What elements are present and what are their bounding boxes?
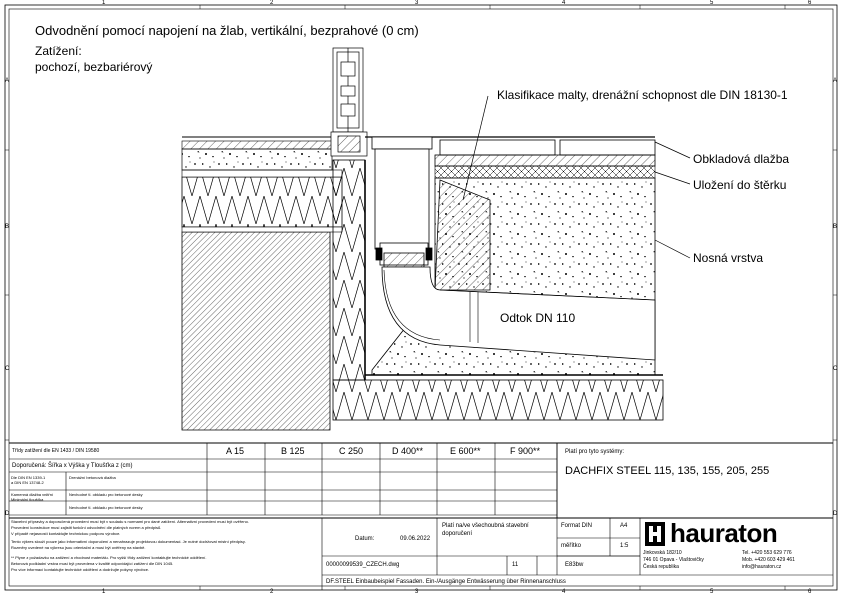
note-4: Tento výkres slouží pouze jako informati… — [11, 539, 246, 544]
frame-row-b: B — [5, 224, 10, 230]
class-b125: B 125 — [281, 446, 305, 456]
row-block2-label: Minimální tloušťka — [11, 497, 44, 502]
row-block1-label: Kamenná dlažba vnitřní — [11, 492, 54, 497]
frame-col-3: 3 — [415, 0, 419, 6]
wall-insulation — [332, 159, 664, 421]
building-section — [181, 136, 343, 431]
drawing-title: Odvodnění pomocí napojení na žlab, verti… — [35, 23, 419, 38]
frame-col-3-bottom: 3 — [415, 589, 419, 595]
frame-col-2-bottom: 2 — [270, 589, 274, 595]
frame-col-4: 4 — [562, 0, 566, 6]
validity-note: Platí na/ve všechoubná stavební doporuče… — [442, 523, 529, 537]
inner-border — [8, 8, 834, 587]
class-header: Třídy zatížení dle EN 1433 / DIN 19580 — [12, 448, 100, 454]
phone: Tel. +420 553 629 776 — [742, 550, 792, 556]
brand-name: hauraton — [670, 518, 778, 548]
address-3: Česká republika — [643, 564, 679, 570]
frame-row-d-right: D — [833, 511, 838, 517]
mobile: Mob. +420 603 429 461 — [742, 557, 795, 563]
scale-label: měřítko — [561, 543, 582, 549]
note-8: Pro více informací kontaktujte technické… — [11, 567, 150, 572]
file-name: 00000099539_CZECH.dwg — [326, 562, 400, 568]
paving-tiles — [365, 136, 656, 167]
edition: E83bw — [565, 562, 584, 568]
frame-row-a-right: A — [833, 78, 838, 84]
frame-col-5-bottom: 5 — [710, 589, 714, 595]
email: info@hauraton.cz — [742, 564, 782, 570]
drain-outlet — [371, 136, 656, 361]
frame-row-a: A — [5, 78, 10, 84]
date-value: 09.06.2022 — [400, 536, 431, 542]
table-grid — [9, 442, 833, 590]
leader-lines — [462, 95, 691, 259]
frame-col-6: 6 — [808, 0, 812, 6]
row-din2-label: a DIN EN 13748-2 — [11, 480, 44, 485]
frame-row-c: C — [5, 366, 10, 372]
load-value: pochozí, bezbariérový — [35, 60, 153, 74]
address-1: Jinkovská 182/10 — [643, 550, 682, 556]
frame-row-b-right: B — [833, 224, 838, 230]
frame-row-c-right: C — [833, 366, 838, 372]
class-c250: C 250 — [339, 446, 364, 456]
class-a15: A 15 — [226, 446, 245, 456]
format-value: A4 — [620, 523, 628, 529]
address-2: 746 01 Opava - Vlaštovičky — [643, 557, 704, 563]
frame-col-1-bottom: 1 — [102, 589, 106, 595]
row-dims-label: Doporučená: Šířka x Výška y Tloušťka z (… — [12, 463, 133, 469]
callout-tiles: Obkladová dlažba — [693, 152, 790, 166]
callout-base: Nosná vrstva — [693, 251, 764, 265]
note-6: ** Plyne z požadavku na zatížení a vhodn… — [11, 555, 207, 560]
frame-col-6-bottom: 6 — [808, 589, 812, 595]
row-sub2-label: Nevhodné tl. obkladu pro betonové desky — [69, 492, 143, 497]
door-frame — [330, 47, 368, 157]
note-5: Rozměry uvedené na výkresu jsou orientač… — [11, 545, 146, 550]
row-din-label: Dle DIN EN 1339-1 — [11, 475, 46, 480]
systems-label: Platí pro tyto systémy: — [565, 449, 625, 455]
sheet-number: 11 — [512, 562, 519, 568]
frame-col-4-bottom: 4 — [562, 589, 566, 595]
note-2: Provedení konstrukce musí zajistit funkč… — [11, 525, 162, 530]
row-sub1-label: Drenážní betonová dlažba — [69, 475, 116, 480]
row-sub3-label: Nevhodné tl. obkladu pro betonové desky — [69, 505, 143, 510]
class-e600: E 600** — [450, 446, 481, 456]
frame-col-1: 1 — [102, 0, 106, 6]
callout-gravel: Uložení do štěrku — [693, 178, 787, 192]
frame-row-d: D — [5, 511, 10, 517]
class-f900: F 900** — [510, 446, 541, 456]
grid-ticks — [5, 5, 837, 590]
class-d400: D 400** — [392, 446, 424, 456]
note-1: Stavební přípravky a doporučená proveden… — [11, 519, 249, 524]
load-label: Zatížení: — [35, 44, 82, 58]
hauraton-logo-icon — [645, 522, 665, 546]
frame-col-2: 2 — [270, 0, 274, 6]
description: DF.STEEL Einbaubeispiel Fassaden. Ein-/A… — [326, 579, 566, 585]
callout-mortar: Klasifikace malty, drenážní schopnost dl… — [497, 88, 788, 102]
format-label: Format DIN — [561, 523, 593, 529]
callout-outlet: Odtok DN 110 — [500, 311, 576, 325]
outer-border — [4, 4, 838, 591]
systems-value: DACHFIX STEEL 115, 135, 155, 205, 255 — [565, 465, 770, 477]
date-label: Datum: — [355, 536, 375, 542]
note-7: Betonová podkladní vrstva musí být prove… — [11, 561, 174, 566]
frame-col-5: 5 — [710, 0, 714, 6]
scale-value: 1:5 — [620, 543, 629, 549]
note-3: V případě nejasností kontaktujte technic… — [11, 531, 121, 536]
